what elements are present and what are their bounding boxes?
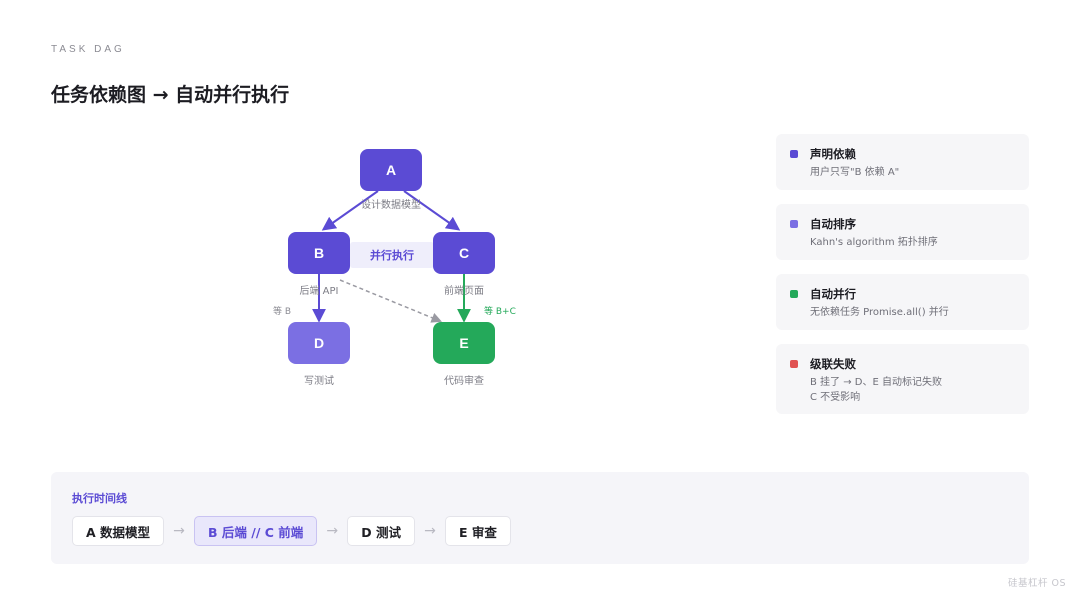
edge-a-c [403, 190, 461, 231]
wait-bc-label: 等 B+C [484, 307, 516, 317]
eyebrow-label: TASK DAG [51, 44, 125, 55]
legend-card-sort: 自动排序 Kahn's algorithm 拓扑排序 [776, 204, 1029, 260]
node-b: B [288, 232, 350, 274]
legend: 声明依赖 用户只写"B 依赖 A" 自动排序 Kahn's algorithm … [776, 134, 1029, 428]
arrow-right-icon: → [326, 523, 339, 539]
dag-edges [312, 190, 471, 323]
legend-card-cascade: 级联失败 B 挂了 → D、E 自动标记失败 C 不受影响 [776, 344, 1029, 414]
node-e-caption: 代码审查 [444, 376, 484, 387]
node-c: C [433, 232, 495, 274]
square-icon [790, 220, 798, 228]
node-e: E [433, 322, 495, 364]
timeline-title: 执行时间线 [72, 492, 127, 505]
legend-desc: 用户只写"B 依赖 A" [810, 167, 900, 178]
timeline-step-a: A 数据模型 [72, 516, 165, 546]
parallel-band: 并行执行 [350, 242, 434, 268]
dag-diagram: 并行执行 A 设计数据模型 B 后端 API C 前端页面 D 写测试 E 代码… [240, 140, 560, 400]
legend-card-declare: 声明依赖 用户只写"B 依赖 A" [776, 134, 1029, 190]
node-b-caption: 后端 API [299, 286, 339, 297]
node-c-caption: 前端页面 [444, 286, 484, 297]
legend-title: 自动排序 [810, 217, 856, 231]
node-a-caption: 设计数据模型 [361, 200, 421, 211]
arrow-right-icon: → [173, 523, 185, 539]
legend-desc: 无依赖任务 Promise.all() 并行 [810, 307, 949, 318]
square-icon [790, 290, 798, 298]
legend-title: 级联失败 [810, 357, 856, 371]
legend-desc: C 不受影响 [810, 392, 861, 403]
arrow-right-icon: → [424, 523, 436, 539]
node-a: A [360, 149, 422, 191]
page-title: 任务依赖图 → 自动并行执行 [51, 84, 290, 106]
legend-desc: B 挂了 → D、E 自动标记失败 [810, 377, 942, 388]
timeline-step-bc: B 后端 // C 前端 [194, 516, 318, 546]
node-d-caption: 写测试 [304, 376, 334, 387]
square-icon [790, 360, 798, 368]
timeline-panel: 执行时间线 A 数据模型 → B 后端 // C 前端 → D 测试 → E 审… [51, 472, 1029, 564]
wait-b-label: 等 B [273, 307, 292, 317]
timeline-step-d: D 测试 [347, 516, 416, 546]
legend-card-parallel: 自动并行 无依赖任务 Promise.all() 并行 [776, 274, 1029, 330]
edge-a-b [321, 190, 379, 231]
legend-title: 声明依赖 [810, 147, 856, 161]
node-d: D [288, 322, 350, 364]
square-icon [790, 150, 798, 158]
timeline-steps: A 数据模型 → B 后端 // C 前端 → D 测试 → E 审查 [72, 516, 511, 546]
legend-title: 自动并行 [810, 287, 856, 301]
footer-brand: 硅基杠杆 OS [1007, 578, 1066, 589]
legend-desc: Kahn's algorithm 拓扑排序 [810, 237, 938, 248]
timeline-step-e: E 审查 [445, 516, 511, 546]
